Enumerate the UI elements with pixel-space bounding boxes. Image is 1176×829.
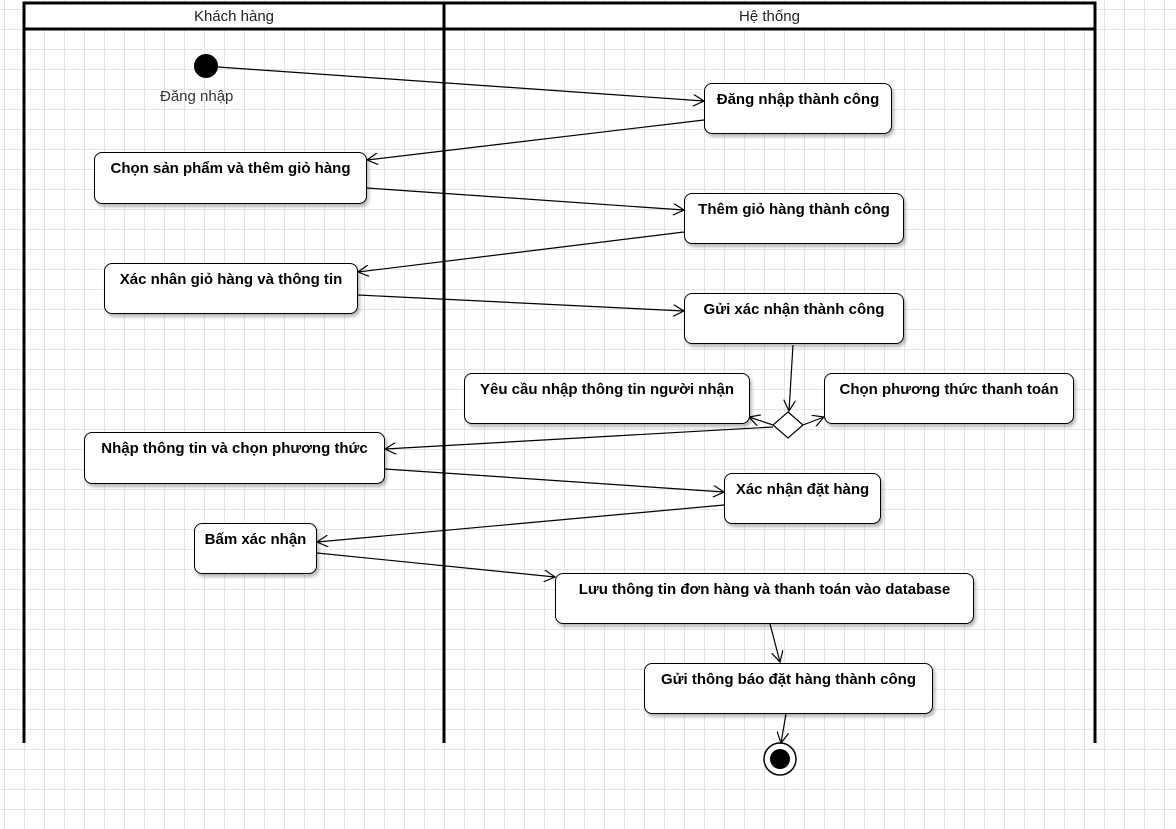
swimlane-frame bbox=[22, 1, 1097, 743]
lane-header-system: Hệ thống bbox=[739, 7, 800, 25]
activity-login-success[interactable]: Đăng nhập thành công bbox=[704, 83, 892, 134]
activity-request-recipient[interactable]: Yêu cầu nhập thông tin người nhận bbox=[464, 373, 750, 424]
activity-confirm-cart[interactable]: Xác nhân giỏ hàng và thông tin bbox=[104, 263, 358, 314]
activity-save-order[interactable]: Lưu thông tin đơn hàng và thanh toán vào… bbox=[555, 573, 974, 624]
decision-diamond bbox=[772, 411, 804, 439]
lane-header-customer: Khách hàng bbox=[193, 7, 275, 25]
end-node-inner bbox=[770, 749, 790, 769]
start-node bbox=[194, 54, 218, 78]
activity-choose-product[interactable]: Chọn sản phẩm và thêm giỏ hàng bbox=[94, 152, 367, 204]
activity-send-confirm-success[interactable]: Gửi xác nhận thành công bbox=[684, 293, 904, 344]
activity-enter-info[interactable]: Nhập thông tin và chọn phương thức bbox=[84, 432, 385, 484]
activity-add-cart-success[interactable]: Thêm giỏ hàng thành công bbox=[684, 193, 904, 244]
start-label: Đăng nhập bbox=[160, 88, 234, 105]
activity-confirm-order[interactable]: Xác nhận đặt hàng bbox=[724, 473, 881, 524]
activity-choose-payment[interactable]: Chọn phương thức thanh toán bbox=[824, 373, 1074, 424]
activity-send-notification[interactable]: Gửi thông báo đặt hàng thành công bbox=[644, 663, 933, 714]
flow-arrows bbox=[217, 66, 824, 743]
activity-press-confirm[interactable]: Bấm xác nhận bbox=[194, 523, 317, 574]
